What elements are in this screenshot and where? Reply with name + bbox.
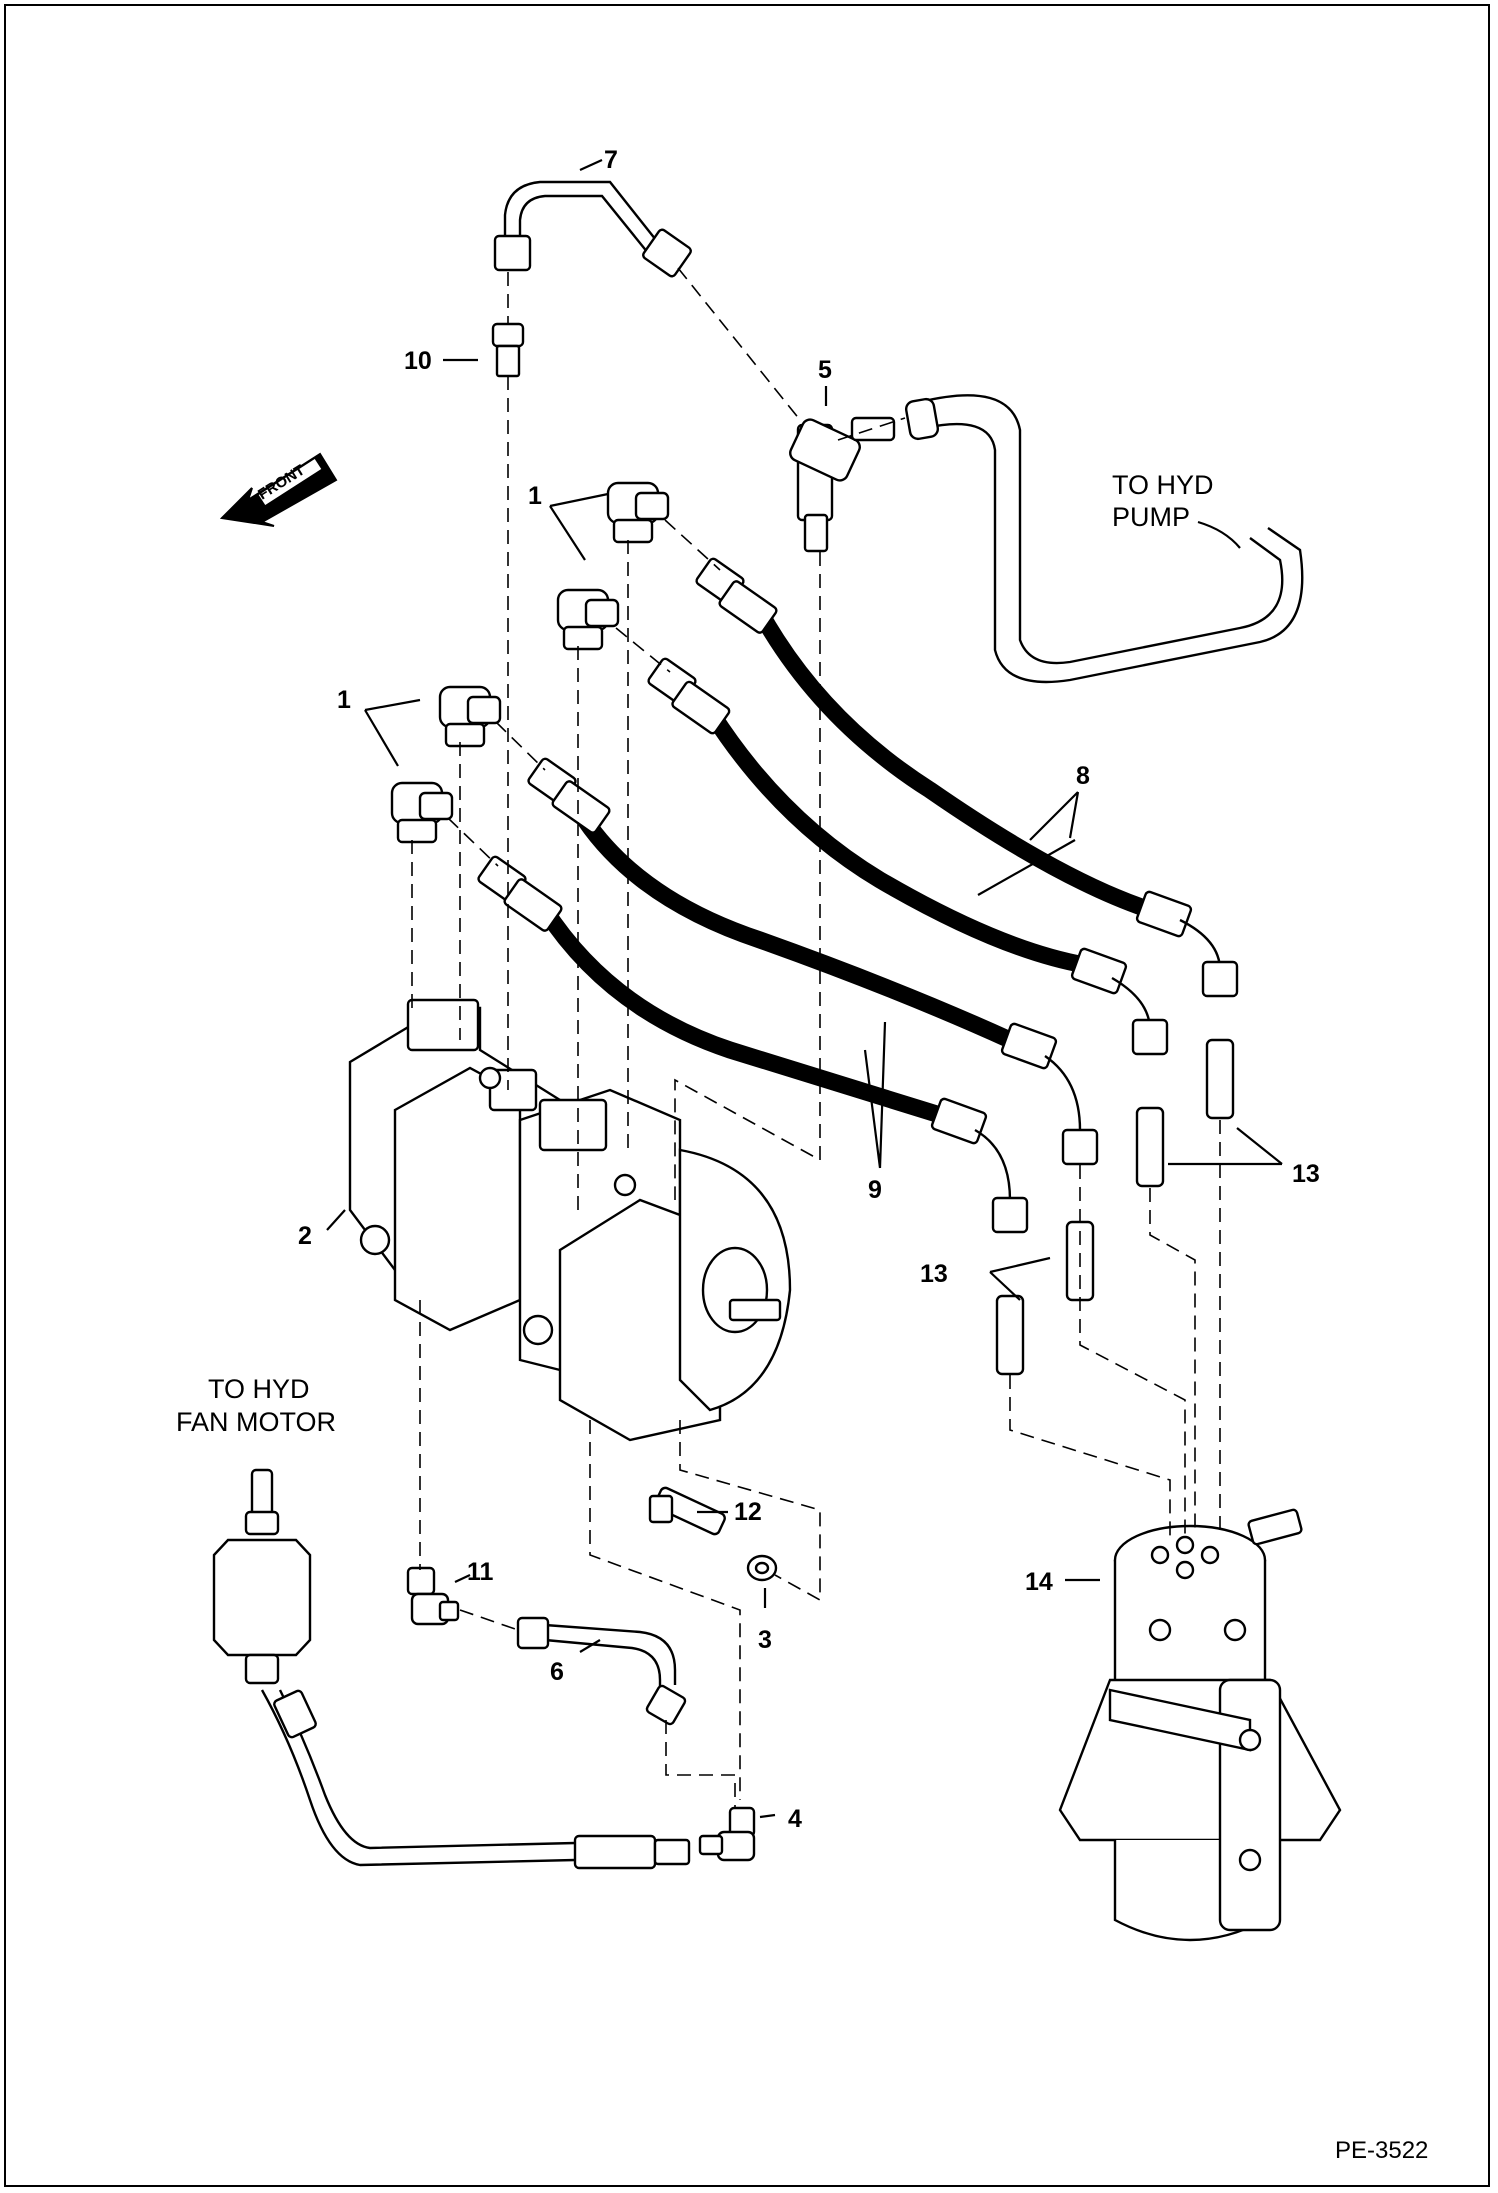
fitting-item-10 [491, 322, 525, 378]
swivel-joint-item-14 [1058, 1508, 1342, 1942]
callout-7: 7 [604, 146, 618, 174]
callout-13a: 13 [1292, 1160, 1320, 1188]
elbow-item-11 [406, 1566, 460, 1626]
callout-labels: 7 10 5 1 1 8 9 13 13 2 12 3 11 6 4 14 [298, 146, 1320, 1833]
elbow-fittings-item-1 [390, 481, 670, 844]
callout-10: 10 [404, 347, 432, 375]
leader-lines [326, 158, 1283, 1819]
inline-filter [212, 1468, 691, 1870]
pump-assembly-item-2 [348, 998, 792, 1442]
tube-item-7 [493, 180, 692, 278]
note-to-fan-line2: FAN MOTOR [176, 1407, 336, 1437]
callout-1a: 1 [528, 482, 542, 510]
callout-2: 2 [298, 1222, 312, 1250]
callout-1b: 1 [337, 686, 351, 714]
callout-13b: 13 [920, 1260, 948, 1288]
front-direction-arrow: FRONT [219, 452, 338, 527]
tee-fitting-item-5 [789, 416, 896, 553]
callout-11: 11 [467, 1558, 494, 1586]
callout-12: 12 [734, 1498, 762, 1526]
callout-14: 14 [1025, 1568, 1053, 1596]
drawing-number: PE-3522 [1335, 2137, 1428, 2164]
callout-4: 4 [788, 1805, 802, 1833]
note-to-pump-line1: TO HYD [1112, 470, 1214, 500]
notes: TO HYD PUMP TO HYD FAN MOTOR PE-3522 [176, 470, 1428, 2164]
note-to-fan-line1: TO HYD [208, 1374, 310, 1404]
tube-item-6 [516, 1616, 687, 1726]
callout-9: 9 [868, 1176, 882, 1204]
adapters-item-13 [995, 1038, 1235, 1376]
assembly-dashed-lines [411, 267, 1221, 1808]
hose-to-hyd-pump [904, 394, 1304, 684]
bolt-item-12 [648, 1486, 726, 1536]
hoses-item-8 [647, 557, 1239, 1056]
callout-8: 8 [1076, 762, 1090, 790]
callout-5: 5 [818, 356, 832, 384]
note-to-pump-line2: PUMP [1112, 502, 1190, 532]
washer-item-3 [746, 1554, 778, 1582]
callout-6: 6 [550, 1658, 564, 1686]
elbow-item-4 [698, 1806, 756, 1862]
callout-3: 3 [758, 1626, 772, 1654]
